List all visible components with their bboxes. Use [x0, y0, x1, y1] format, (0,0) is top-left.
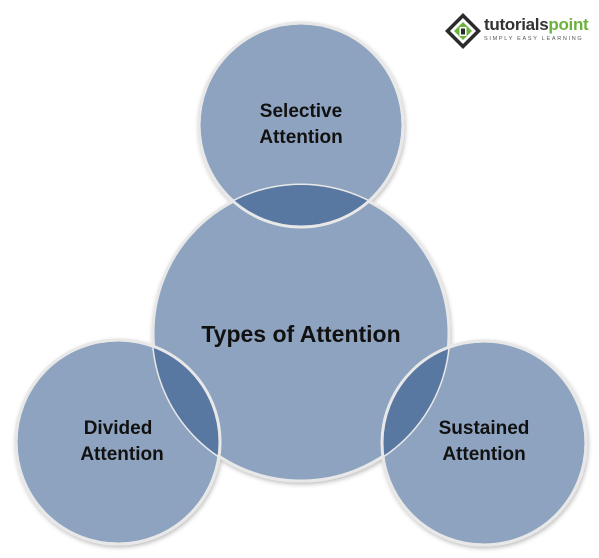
tutorialspoint-logo-icon	[445, 13, 481, 49]
label-sustained-line2: Attention	[442, 444, 525, 465]
overlap-right	[382, 341, 449, 481]
label-divided-line2: Attention	[80, 444, 163, 465]
label-center: Types of Attention	[201, 321, 400, 347]
label-divided-line1: Divided	[84, 418, 153, 439]
logo-wordmark: tutorialspoint	[484, 15, 589, 34]
logo-word-point: point	[548, 15, 589, 34]
outline-selective	[197, 21, 405, 229]
logo-word-tutorials: tutorials	[484, 15, 549, 34]
label-selective-line1: Selective	[260, 101, 342, 122]
label-sustained-line1: Sustained	[439, 418, 530, 439]
logo-tagline: SIMPLY EASY LEARNING	[484, 36, 584, 42]
outline-sustained	[380, 339, 588, 547]
overlap-left	[153, 340, 220, 481]
outline-divided	[14, 338, 222, 546]
tutorialspoint-logo: tutorialspoint SIMPLY EASY LEARNING	[444, 10, 594, 52]
label-selective-line2: Attention	[259, 127, 342, 148]
